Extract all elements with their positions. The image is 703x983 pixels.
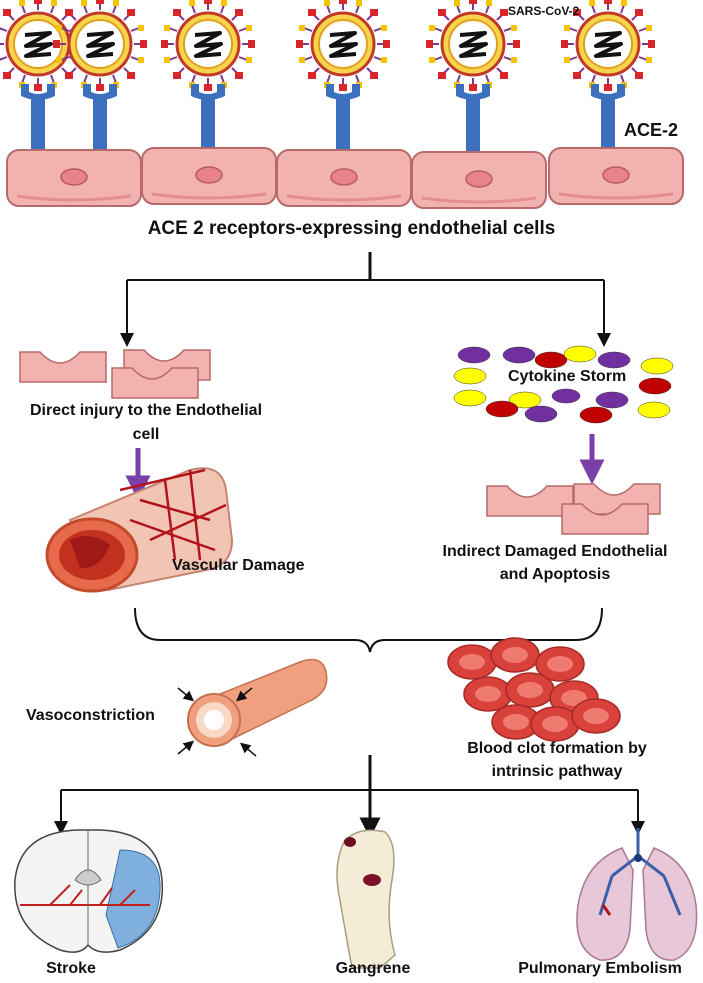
- indirect-damage-label-line2: and Apoptosis: [499, 566, 611, 583]
- ace2-receptor-icon: [591, 84, 625, 154]
- blood-vessel-icon: [45, 467, 234, 593]
- ace2-receptor-icon: [83, 84, 117, 154]
- brain-icon: [14, 829, 164, 953]
- endothelial-cell-icon: [547, 146, 685, 206]
- ace2-receptor-icon: [456, 84, 490, 154]
- virus-label: SARS-CoV-2: [508, 4, 580, 18]
- virus-icon: [294, 0, 392, 93]
- cells-title: ACE 2 receptors-expressing endothelial c…: [147, 218, 556, 239]
- embolism-label: Pulmonary Embolism: [518, 960, 682, 977]
- constriction-arrows: [177, 687, 257, 757]
- cytokine-icon: [453, 345, 674, 424]
- lungs-icon: [576, 828, 698, 961]
- endothelial-cell-row: [5, 146, 685, 210]
- direct-injury-label-line2: cell: [132, 426, 160, 443]
- endothelial-cell-icon: [275, 148, 413, 208]
- virus-icon: [424, 0, 522, 93]
- clot-label-line1: Blood clot formation by: [467, 740, 647, 757]
- stroke-label: Stroke: [46, 960, 96, 977]
- receptor-label: ACE-2: [624, 120, 679, 140]
- blood-vessel-icon: [187, 658, 328, 747]
- endothelial-cell-icon: [140, 146, 278, 206]
- merge-bracket: [134, 607, 603, 653]
- endothelial-cell-icon: [5, 148, 143, 208]
- foot-icon: [336, 829, 396, 969]
- damaged-cell-icon: [19, 349, 211, 399]
- ace2-receptor-icon: [326, 84, 360, 154]
- ace2-receptors: [21, 84, 625, 154]
- vasoconstriction-label: Vasoconstriction: [26, 707, 155, 724]
- gangrene-label: Gangrene: [335, 960, 411, 977]
- ace2-receptor-icon: [191, 84, 225, 154]
- cytokine-storm-label: Cytokine Storm: [508, 368, 627, 385]
- branch-bottom: [54, 755, 645, 839]
- clot-label-line2: intrinsic pathway: [491, 763, 623, 780]
- virus-icon: [159, 0, 257, 93]
- vascular-damage-label: Vascular Damage: [172, 557, 305, 574]
- indirect-damage-label-line1: Indirect Damaged Endothelial: [442, 543, 668, 560]
- ace2-receptor-icon: [21, 84, 55, 154]
- endothelial-cell-icon: [410, 150, 548, 210]
- red-blood-cell-icon: [447, 637, 621, 742]
- direct-injury-label-line1: Direct injury to the Endothelial: [29, 402, 263, 419]
- branch-top: [120, 252, 611, 347]
- damaged-cell-icon: [486, 483, 661, 535]
